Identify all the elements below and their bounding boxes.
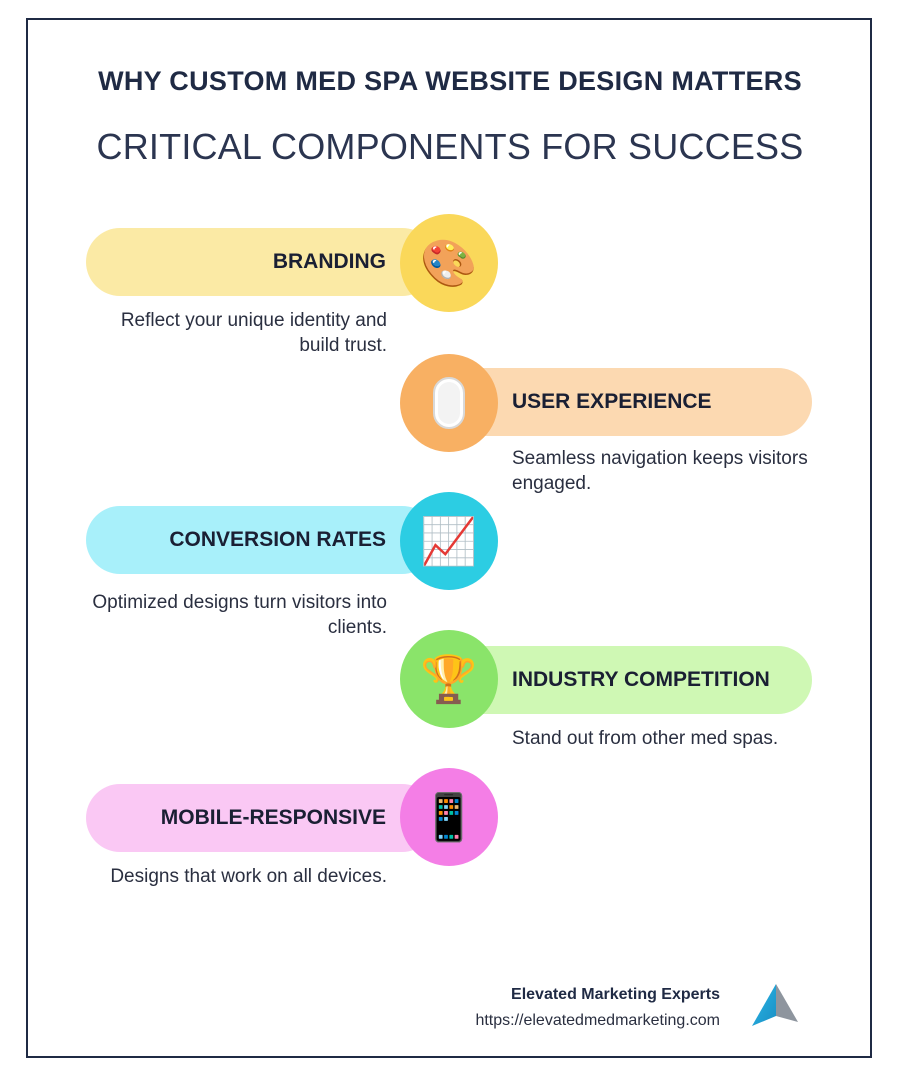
user-experience-label: USER EXPERIENCE: [512, 390, 712, 413]
industry-competition-description: Stand out from other med spas.: [512, 728, 779, 749]
branding-description: Reflect your unique identity and build t…: [120, 310, 387, 356]
chart-increasing-icon: 📈: [400, 492, 498, 590]
branding-label: BRANDING: [272, 250, 386, 273]
industry-competition-pill: INDUSTRY COMPETITION: [440, 646, 812, 714]
page-subtitle: CRITICAL COMPONENTS FOR SUCCESS: [96, 126, 804, 167]
user-experience-pill: USER EXPERIENCE: [440, 368, 812, 436]
conversion-rates-label: CONVERSION RATES: [169, 528, 386, 551]
mobile-responsive-label: MOBILE-RESPONSIVE: [160, 806, 386, 829]
conversion-rates-description: Optimized designs turn visitors into cli…: [92, 592, 387, 638]
mobile-responsive-pill: MOBILE-RESPONSIVE: [86, 784, 436, 852]
elevated-logo-icon: [750, 982, 800, 1028]
conversion-rates-pill: CONVERSION RATES: [86, 506, 436, 574]
artist-palette-icon: 🎨: [400, 214, 498, 312]
company-url[interactable]: https://elevatedmedmarketing.com: [475, 1012, 720, 1029]
industry-competition-label: INDUSTRY COMPETITION: [512, 668, 770, 691]
branding-pill: BRANDING: [86, 228, 436, 296]
mobile-responsive-description: Designs that work on all devices.: [110, 866, 387, 887]
company-name: Elevated Marketing Experts: [511, 986, 720, 1003]
computer-mouse-icon: [400, 354, 498, 452]
page-title: WHY CUSTOM MED SPA WEBSITE DESIGN MATTER…: [98, 66, 802, 96]
trophy-icon: 🏆: [400, 630, 498, 728]
mobile-phone-icon: 📱: [400, 768, 498, 866]
user-experience-description: Seamless navigation keeps visitors engag…: [512, 448, 808, 494]
